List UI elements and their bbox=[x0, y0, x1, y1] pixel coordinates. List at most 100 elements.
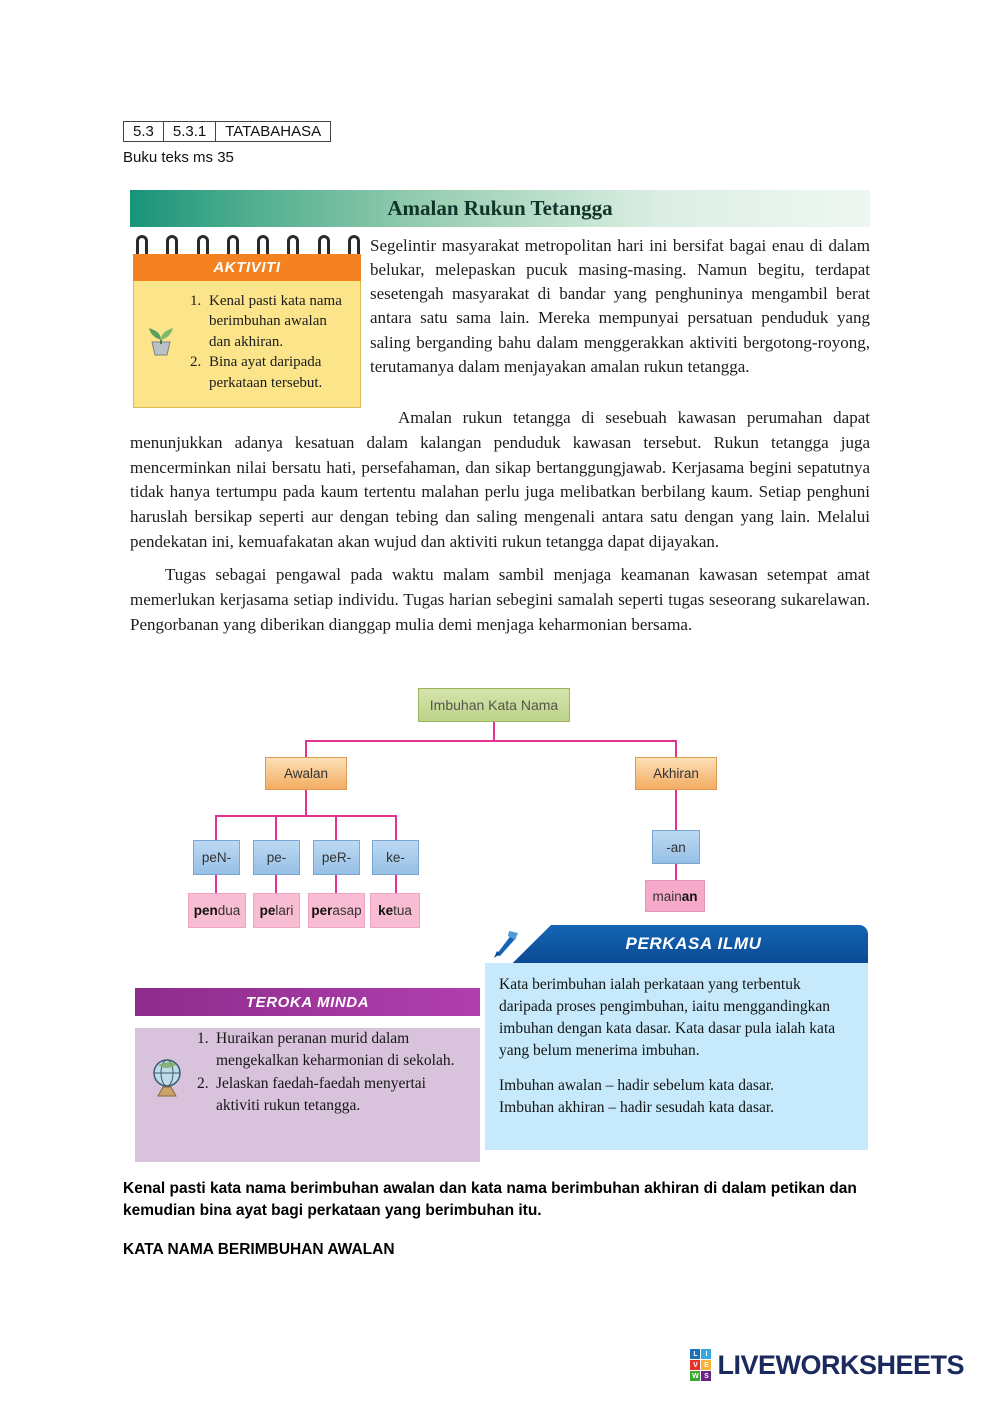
root-part: lari bbox=[275, 903, 294, 918]
textbook-source: Buku teks ms 35 bbox=[123, 149, 234, 166]
coil-icon bbox=[136, 235, 148, 256]
passage-paragraph: Amalan rukun tetangga di sesebuah kawasa… bbox=[130, 408, 870, 552]
coil-icon bbox=[226, 235, 239, 256]
coil-icon bbox=[317, 235, 330, 256]
aktiviti-box: 1. Kenal pasti kata nama berimbuhan awal… bbox=[133, 281, 361, 408]
passage-intro: Segelintir masyarakat metropolitan hari … bbox=[370, 236, 870, 376]
root-part: dua bbox=[217, 903, 241, 918]
prefix-node: pe- bbox=[253, 840, 300, 875]
section-heading: KATA NAMA BERIMBUHAN AWALAN bbox=[123, 1241, 395, 1258]
item-number: 2. bbox=[190, 354, 202, 371]
logo-grid-icon: L I V E W S bbox=[690, 1349, 712, 1381]
note-text: Imbuhan awalan – hadir sebelum kata dasa… bbox=[499, 1077, 775, 1094]
logo-tile: V bbox=[690, 1360, 701, 1370]
teroka-minda-box: TEROKA MINDA 1. Huraikan peranan murid d… bbox=[135, 988, 480, 1162]
connector-line bbox=[395, 815, 397, 840]
aktiviti-header: AKTIVITI bbox=[133, 254, 361, 281]
prefix-node: peN- bbox=[193, 840, 240, 875]
perkasa-ilmu-body: Kata berimbuhan ialah perkataan yang ter… bbox=[485, 963, 868, 1150]
connector-line bbox=[675, 740, 677, 757]
list-item: 2. Bina ayat daripada perkataan tersebut… bbox=[190, 352, 352, 393]
coil-icon bbox=[196, 235, 209, 256]
coil-icon bbox=[166, 235, 179, 256]
affix-part: per bbox=[311, 903, 333, 918]
lesson-title: Amalan Rukun Tetangga bbox=[387, 196, 613, 220]
item-number: 2. bbox=[197, 1074, 209, 1092]
coil-icon bbox=[257, 235, 270, 256]
connector-line bbox=[305, 740, 307, 757]
item-number: 1. bbox=[197, 1030, 209, 1047]
logo-tile: W bbox=[690, 1371, 701, 1381]
globe-icon bbox=[147, 1056, 187, 1105]
connector-line bbox=[215, 815, 217, 840]
affix-part: pen bbox=[193, 903, 218, 918]
liveworksheets-logo[interactable]: L I V E W S LIVEWORKSHEETS bbox=[690, 1349, 964, 1381]
note-text: Imbuhan akhiran – hadir sesudah kata das… bbox=[499, 1099, 775, 1116]
teroka-minda-body: 1. Huraikan peranan murid dalam mengekal… bbox=[135, 1028, 480, 1162]
logo-tile: S bbox=[701, 1371, 712, 1381]
item-text: Kenal pasti kata nama berimbuhan awalan … bbox=[209, 293, 342, 350]
diagram-awalan-node: Awalan bbox=[265, 757, 347, 790]
quill-icon bbox=[489, 928, 521, 963]
affix-part: an bbox=[681, 888, 698, 904]
teroka-minda-list: 1. Huraikan peranan murid dalam mengekal… bbox=[197, 1028, 470, 1118]
connector-line bbox=[493, 722, 495, 740]
spiral-binding bbox=[136, 235, 360, 256]
definition-text: Kata berimbuhan ialah perkataan yang ter… bbox=[499, 976, 836, 1059]
diagram-akhiran-node: Akhiran bbox=[635, 757, 717, 790]
coil-icon bbox=[347, 235, 360, 256]
textbook-scan: Amalan Rukun Tetangga AKTIVITI bbox=[130, 190, 870, 1162]
lesson-title-bar: Amalan Rukun Tetangga bbox=[130, 190, 870, 227]
coil-icon bbox=[287, 235, 300, 256]
item-text: Huraikan peranan murid dalam mengekalkan… bbox=[216, 1030, 455, 1070]
connector-line bbox=[675, 790, 677, 830]
logo-tile: E bbox=[701, 1360, 712, 1370]
connector-line bbox=[275, 875, 277, 893]
passage-paragraph: Tugas sebagai pengawal pada waktu malam … bbox=[130, 564, 870, 634]
root-part: main bbox=[652, 888, 682, 904]
perkasa-ilmu-title: PERKASA ILMU bbox=[625, 934, 762, 953]
header-notch bbox=[485, 925, 551, 963]
connector-line bbox=[215, 815, 397, 817]
perkasa-ilmu-box: PERKASA ILMU Kata berimbuhan ialah perka… bbox=[485, 925, 868, 1150]
task-instructions: Kenal pasti kata nama berimbuhan awalan … bbox=[123, 1180, 857, 1219]
root-part: tua bbox=[393, 903, 412, 918]
list-item: 1. Kenal pasti kata nama berimbuhan awal… bbox=[190, 291, 352, 352]
code-cell: 5.3 bbox=[123, 121, 164, 142]
item-number: 1. bbox=[190, 293, 202, 309]
passage-body: Amalan rukun tetangga di sesebuah kawasa… bbox=[130, 406, 870, 637]
connector-line bbox=[215, 875, 217, 893]
diagram-root-node: Imbuhan Kata Nama bbox=[418, 688, 570, 722]
suffix-node: -an bbox=[652, 830, 700, 864]
logo-tile: L bbox=[690, 1349, 701, 1359]
aktiviti-list: 1. Kenal pasti kata nama berimbuhan awal… bbox=[190, 291, 352, 393]
connector-line bbox=[395, 875, 397, 893]
plant-icon bbox=[143, 321, 179, 364]
connector-line bbox=[675, 864, 677, 880]
teroka-minda-header: TEROKA MINDA bbox=[135, 988, 480, 1016]
code-cell: TATABAHASA bbox=[215, 121, 332, 142]
list-item: 2. Jelaskan faedah-faedah menyertai akti… bbox=[197, 1073, 470, 1118]
connector-line bbox=[335, 815, 337, 840]
affix-part: pe bbox=[259, 903, 276, 918]
affix-part: ke bbox=[378, 903, 394, 918]
perkasa-ilmu-header: PERKASA ILMU bbox=[485, 925, 868, 963]
curriculum-code-table: 5.3 5.3.1 TATABAHASA bbox=[123, 121, 332, 142]
list-item: 1. Huraikan peranan murid dalam mengekal… bbox=[197, 1028, 470, 1073]
connector-line bbox=[305, 790, 307, 815]
item-text: Bina ayat daripada perkataan tersebut. bbox=[209, 354, 323, 391]
code-cell: 5.3.1 bbox=[162, 121, 217, 142]
logo-tile: I bbox=[701, 1349, 712, 1359]
connector-line bbox=[335, 875, 337, 893]
brand-name: LIVEWORKSHEETS bbox=[717, 1349, 964, 1380]
prefix-node: peR- bbox=[313, 840, 360, 875]
item-text: Jelaskan faedah-faedah menyertai aktivit… bbox=[216, 1074, 426, 1115]
connector-line bbox=[275, 815, 277, 840]
root-part: asap bbox=[332, 903, 362, 918]
